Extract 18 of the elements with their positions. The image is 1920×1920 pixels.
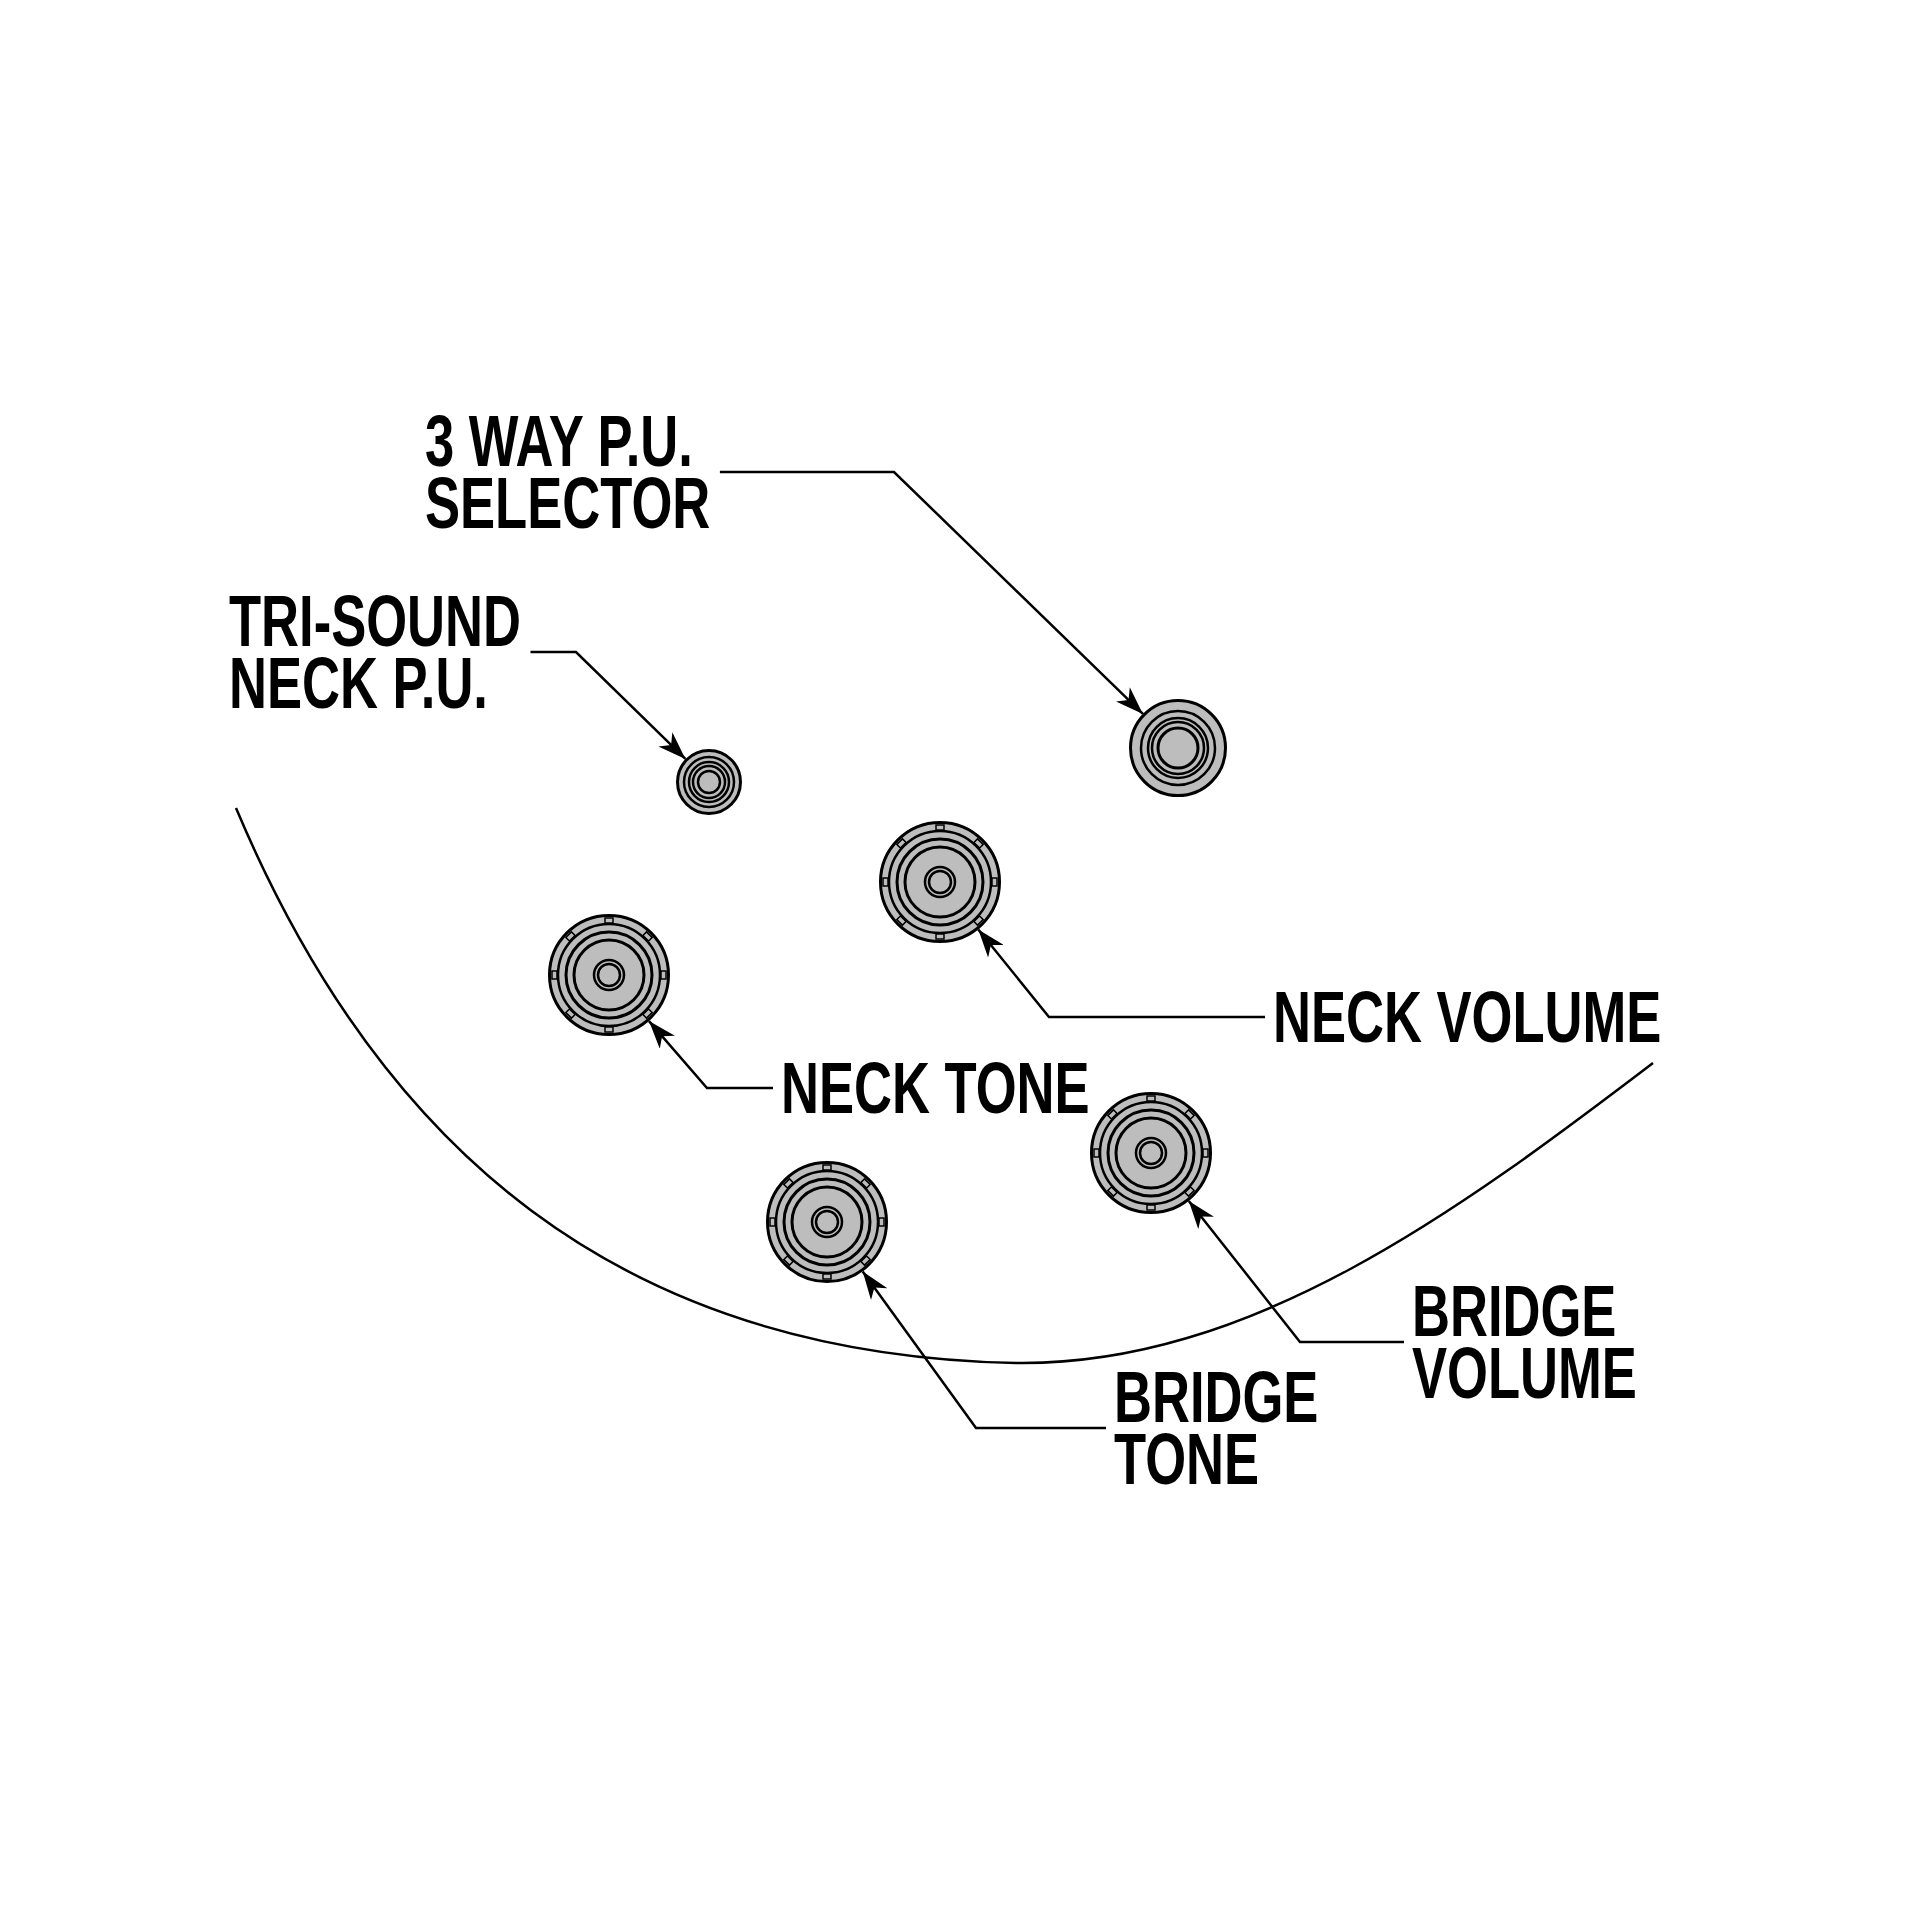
callout-label: NECK VOLUME: [1273, 986, 1664, 1048]
knob-icon: [673, 746, 745, 818]
callout-label: BRIDGE TONE: [1114, 1366, 1321, 1490]
knob-icon: [876, 818, 1004, 946]
knob-icon: [763, 1158, 891, 1286]
leader-line: [977, 928, 1265, 1019]
callout-label: BRIDGE VOLUME: [1412, 1280, 1640, 1404]
knob-icon: [1126, 696, 1230, 800]
leader-line: [861, 1270, 1106, 1430]
callout-label: 3 WAY P.U. SELECTOR: [425, 410, 712, 534]
knob-icon: [1087, 1089, 1215, 1217]
leader-line: [719, 470, 1144, 715]
leader-line: [1187, 1200, 1404, 1344]
knob-icon: [545, 911, 673, 1039]
leader-line: [648, 1020, 773, 1090]
leader-line: [530, 650, 687, 760]
callout-label: TRI-SOUND NECK P.U.: [229, 590, 523, 714]
callout-label: NECK TONE: [781, 1057, 1092, 1119]
